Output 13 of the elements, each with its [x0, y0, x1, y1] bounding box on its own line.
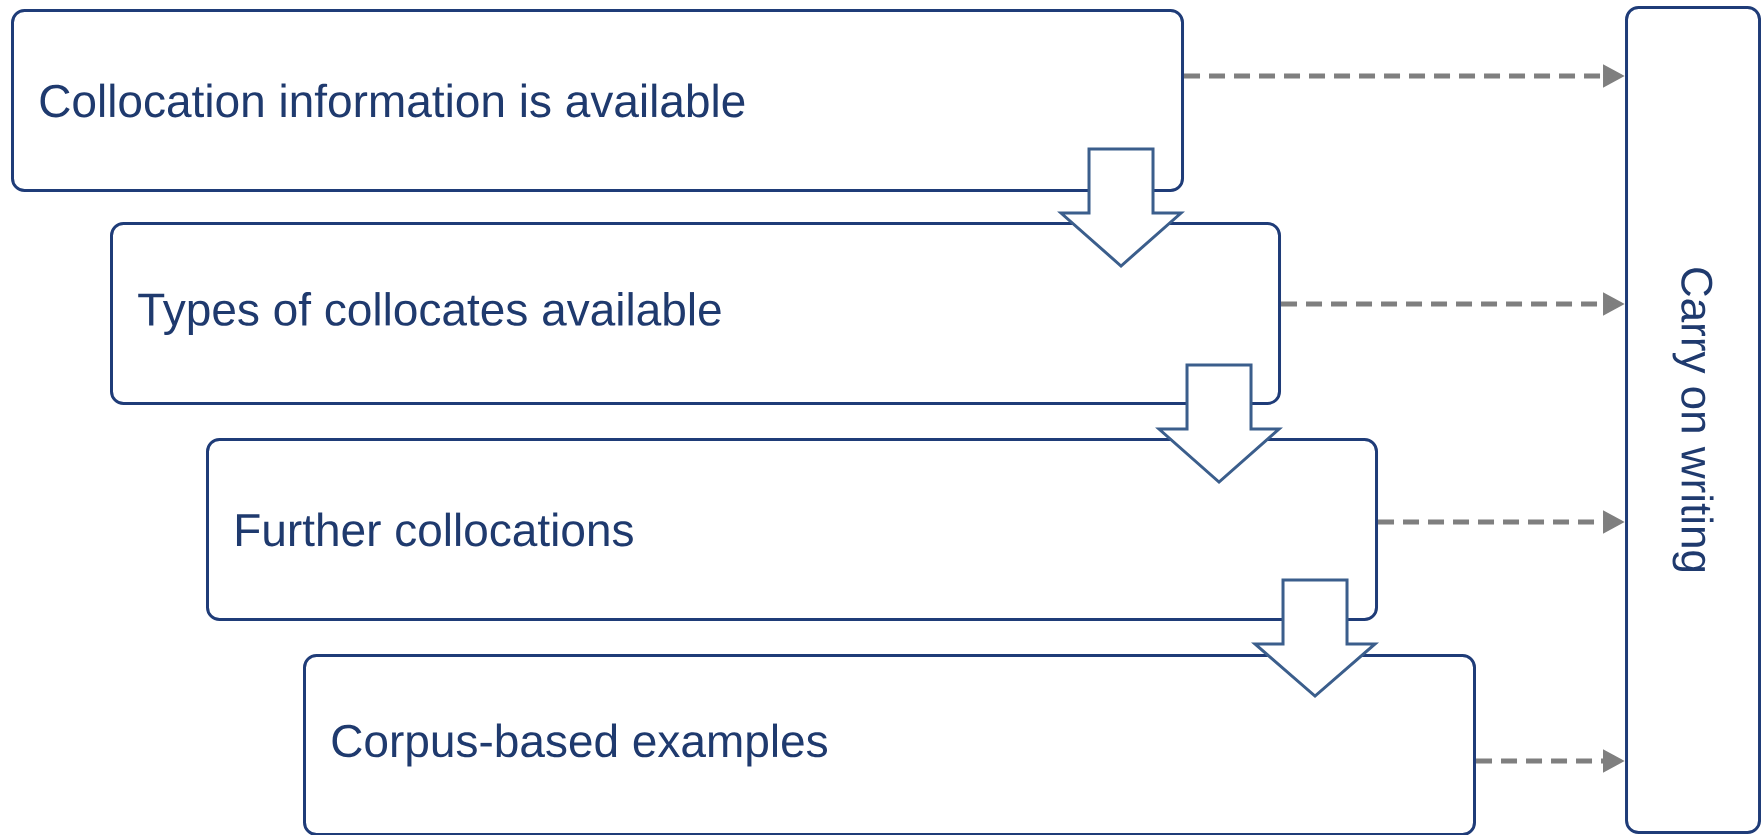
- block-arrow: [1251, 578, 1380, 698]
- block-arrow: [1057, 147, 1185, 268]
- process-box: [11, 9, 1184, 192]
- box-label: Further collocations: [237, 512, 633, 547]
- block-arrow: [1155, 363, 1283, 484]
- process-box: [303, 654, 1476, 835]
- box-label: Collocation information is available: [40, 83, 745, 118]
- process-box: [206, 438, 1378, 621]
- box-label: Types of collocates available: [138, 292, 721, 335]
- box-label: Corpus-based examples: [332, 723, 827, 767]
- box-label: Carry on writing: [1672, 268, 1714, 572]
- process-box: [1625, 6, 1761, 834]
- process-box: [110, 222, 1281, 405]
